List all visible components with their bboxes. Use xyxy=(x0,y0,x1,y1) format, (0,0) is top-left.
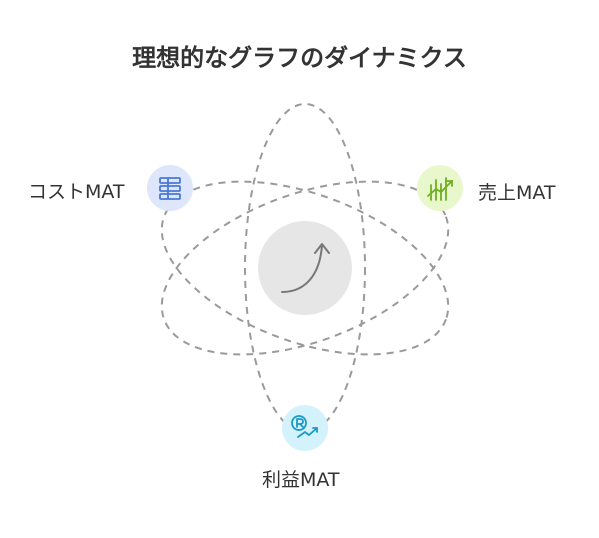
cost-label: コストMAT xyxy=(28,181,125,203)
orbit-tilted-left xyxy=(160,180,450,356)
sales-label: 売上MAT xyxy=(478,182,556,204)
cost-node xyxy=(147,165,193,211)
center-node xyxy=(258,221,352,315)
profit-label: 利益MAT xyxy=(262,469,340,491)
profit-node xyxy=(282,405,328,451)
sales-node xyxy=(417,165,463,211)
diagram-title: 理想的なグラフのダイナミクス xyxy=(132,44,467,72)
stacked-list-icon xyxy=(159,177,181,200)
orbit-tilted-right xyxy=(160,180,450,356)
curved-up-arrow-icon xyxy=(281,243,330,293)
rising-bars-icon xyxy=(427,177,453,201)
rupee-trend-icon xyxy=(291,415,318,438)
